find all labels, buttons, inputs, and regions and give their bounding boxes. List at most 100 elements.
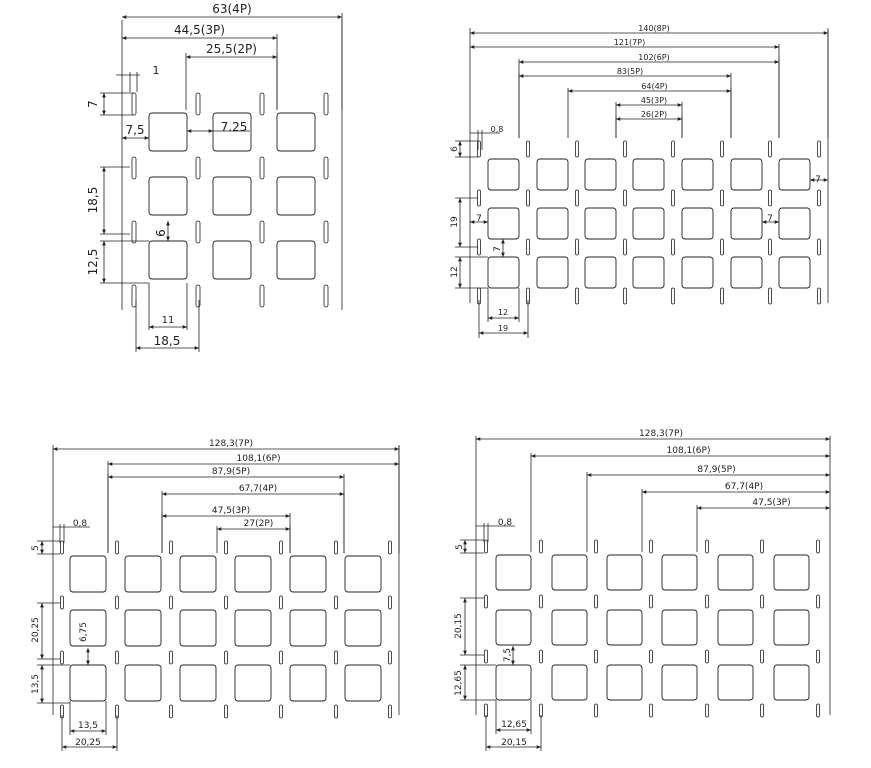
square-hole — [778, 158, 811, 191]
slot-hole — [816, 539, 820, 554]
dimension-label: 7,5 — [125, 123, 144, 137]
dimension-label: 6,75 — [79, 622, 89, 642]
slot-hole — [388, 595, 392, 610]
square-hole — [212, 112, 252, 152]
slot-hole — [720, 238, 724, 256]
slot-hole — [224, 540, 228, 555]
slot-hole — [115, 650, 119, 665]
square-hole — [551, 664, 588, 701]
square-hole — [681, 207, 714, 240]
slot-hole — [484, 594, 488, 609]
dimension-label: 7.25 — [221, 120, 248, 134]
square-hole — [551, 609, 588, 646]
square-hole — [536, 256, 569, 289]
square-hole — [661, 609, 698, 646]
dimension-label: 7 — [493, 246, 503, 252]
slot-hole — [131, 284, 137, 308]
panel-bottom-left: 128,3(7P)108,1(6P)87,9(5P)67,7(4P)47,5(3… — [31, 439, 400, 751]
square-hole — [778, 207, 811, 240]
slot-hole — [279, 704, 283, 719]
slot-hole — [334, 540, 338, 555]
dimension-label: 7 — [815, 175, 821, 185]
slot-hole — [816, 649, 820, 664]
square-hole — [148, 240, 188, 280]
slot-hole — [195, 220, 201, 244]
square-hole — [212, 176, 252, 216]
square-hole — [584, 256, 617, 289]
dimension-label: 6 — [154, 229, 168, 237]
dimension-label: 0,8 — [73, 519, 88, 529]
square-hole — [536, 207, 569, 240]
slot-hole — [388, 704, 392, 719]
dimension-label: 20,15 — [501, 738, 527, 748]
slot-hole — [575, 140, 579, 158]
slot-hole — [323, 284, 329, 308]
slot-hole — [720, 287, 724, 305]
slot-hole — [575, 238, 579, 256]
slot-hole — [720, 140, 724, 158]
dimension-label: 27(2P) — [244, 519, 274, 529]
dimension-label: 25,5(2P) — [206, 42, 257, 56]
slot-hole — [816, 594, 820, 609]
slot-hole — [760, 703, 764, 718]
panel-bottom-right: 128,3(7P)108,1(6P)87,9(5P)67,7(4P)47,5(3… — [454, 429, 831, 751]
square-hole — [495, 664, 532, 701]
dimension-label: 6 — [450, 146, 460, 152]
square-hole — [487, 207, 520, 240]
dimension-label: 67,7(4P) — [725, 482, 763, 492]
slot-hole — [169, 650, 173, 665]
slot-hole — [526, 140, 530, 158]
square-hole — [179, 664, 217, 702]
slot-hole — [649, 649, 653, 664]
dimension-label: 7,5 — [503, 648, 513, 662]
dimension-label: 12,65 — [454, 670, 464, 696]
slot-hole — [115, 595, 119, 610]
dimension-label: 12 — [450, 266, 460, 277]
dimension-label: 19 — [450, 216, 460, 228]
slot-hole — [484, 539, 488, 554]
dimension-label: 102(6P) — [638, 53, 669, 62]
dimension-label: 5 — [455, 544, 465, 550]
slot-hole — [224, 595, 228, 610]
slot-hole — [224, 650, 228, 665]
dimension-label: 1 — [153, 64, 160, 77]
square-hole — [276, 240, 316, 280]
square-hole — [289, 555, 327, 593]
dimension-label: 12,65 — [501, 720, 527, 730]
dimension-label: 26(2P) — [641, 110, 667, 119]
slot-hole — [279, 540, 283, 555]
slot-hole — [323, 220, 329, 244]
slot-hole — [334, 704, 338, 719]
dimension-label: 11 — [162, 315, 175, 326]
square-hole — [661, 554, 698, 591]
dimension-label: 87,9(5P) — [212, 467, 250, 477]
dimension-label: 18,5 — [154, 334, 181, 348]
slot-hole — [649, 594, 653, 609]
square-hole — [289, 664, 327, 702]
dimension-label: 0,8 — [491, 125, 504, 134]
slot-hole — [539, 539, 543, 554]
slot-hole — [60, 540, 64, 555]
slot-hole — [768, 238, 772, 256]
slot-hole — [115, 540, 119, 555]
slot-hole — [526, 189, 530, 207]
slot-hole — [671, 287, 675, 305]
dimension-label: 67,7(4P) — [239, 484, 277, 494]
square-hole — [495, 609, 532, 646]
dimension-label: 140(8P) — [638, 24, 669, 33]
square-hole — [69, 609, 107, 647]
dimension-label: 20,25 — [75, 738, 101, 748]
slot-hole — [259, 220, 265, 244]
dimension-label: 45(3P) — [641, 96, 667, 105]
slot-hole — [334, 650, 338, 665]
dimension-label: 20,15 — [454, 613, 464, 639]
dimension-label: 128,3(7P) — [639, 429, 683, 439]
dimension-label: 7 — [767, 214, 773, 224]
slot-hole — [259, 92, 265, 116]
slot-hole — [760, 649, 764, 664]
dimension-label: 7 — [86, 100, 100, 108]
slot-hole — [224, 704, 228, 719]
slot-hole — [817, 140, 821, 158]
dimension-label: 87,9(5P) — [697, 465, 735, 475]
